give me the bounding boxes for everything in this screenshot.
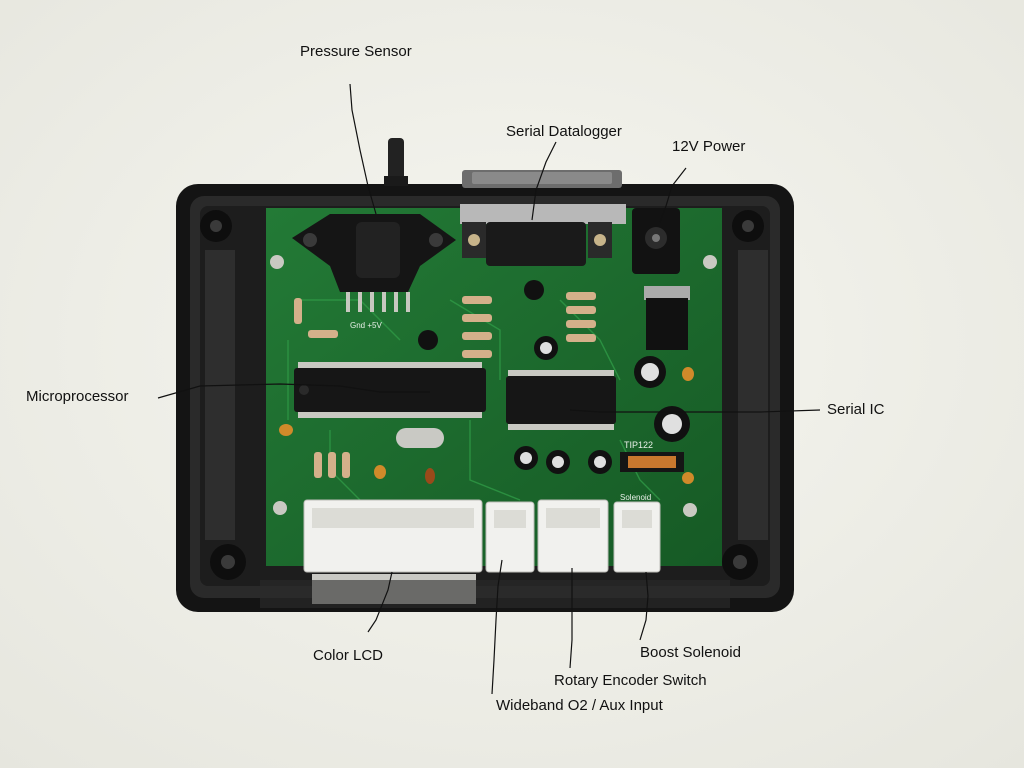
label-serial-ic: Serial IC — [827, 401, 885, 418]
solenoid-connector — [613, 501, 661, 573]
label-serial-datalogger: Serial Datalogger — [506, 123, 622, 140]
crystal-oscillator — [396, 428, 444, 448]
microprocessor-chip — [294, 362, 486, 418]
db9-shell — [462, 170, 622, 188]
small-caps — [279, 367, 694, 484]
board-mark-gnd: Gnd +5V — [350, 321, 382, 330]
screw-post — [200, 210, 232, 242]
label-microprocessor: Microprocessor — [26, 388, 129, 405]
leader-serial-datalogger — [531, 141, 557, 221]
leader-boost-solenoid — [639, 571, 649, 641]
leader-pressure-sensor — [349, 83, 377, 215]
serial-connector — [460, 204, 626, 266]
label-wideband-o2: Wideband O2 / Aux Input — [496, 697, 663, 714]
encoder-connector — [537, 499, 609, 573]
board-mark-solenoid: Solenoid — [620, 493, 651, 502]
screw-post — [722, 544, 758, 580]
transistor: TIP122 — [620, 440, 684, 472]
leader-rotary-encoder — [569, 568, 573, 669]
pressure-port — [384, 138, 408, 186]
leader-color-lcd — [367, 571, 393, 633]
serial-ic-chip — [506, 370, 616, 430]
capacitors — [418, 280, 690, 474]
screw-post — [210, 544, 246, 580]
leader-12v-power — [659, 167, 687, 223]
pressure-sensor — [292, 214, 456, 312]
label-boost-solenoid: Boost Solenoid — [640, 644, 741, 661]
label-rotary-encoder-switch: Rotary Encoder Switch — [554, 672, 707, 689]
label-12v-power: 12V Power — [672, 138, 746, 155]
leader-serial-ic — [569, 409, 821, 413]
leader-wideband-o2 — [491, 559, 503, 695]
voltage-regulator — [644, 286, 690, 350]
board-mark-tip122: TIP122 — [624, 440, 653, 450]
screw-post — [732, 210, 764, 242]
resistors — [294, 292, 596, 478]
power-jack — [632, 208, 680, 274]
leader-microprocessor — [157, 383, 430, 399]
o2-connector — [485, 501, 535, 573]
label-color-lcd: Color LCD — [313, 647, 384, 664]
label-pressure-sensor: Pressure Sensor — [300, 43, 412, 60]
enclosure-front-lip — [260, 580, 730, 608]
